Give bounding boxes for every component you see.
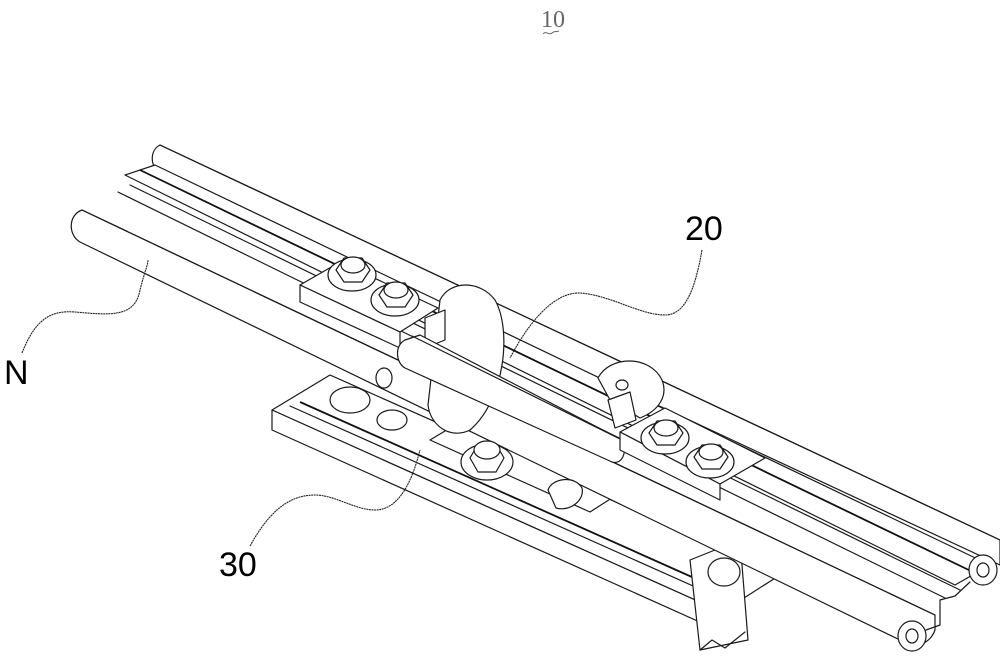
left-clamp xyxy=(299,256,439,349)
label-20: 20 xyxy=(685,210,723,248)
right-disc xyxy=(597,360,665,429)
bolt-1 xyxy=(327,256,377,292)
reference-tilde-icon xyxy=(542,30,560,35)
leader-line-20 xyxy=(509,249,703,359)
right-clamp xyxy=(619,407,766,501)
label-30: 30 xyxy=(219,546,257,584)
bolt-3 xyxy=(640,419,690,455)
conductor-rail xyxy=(70,144,1000,652)
center-bolt xyxy=(460,440,583,510)
label-N: N xyxy=(4,354,29,392)
leader-line-N xyxy=(21,259,149,354)
bolt-4 xyxy=(685,443,735,479)
bolt-2 xyxy=(370,281,420,317)
figure-reference-number: 10 xyxy=(541,7,565,33)
leader-line-30 xyxy=(249,449,421,547)
